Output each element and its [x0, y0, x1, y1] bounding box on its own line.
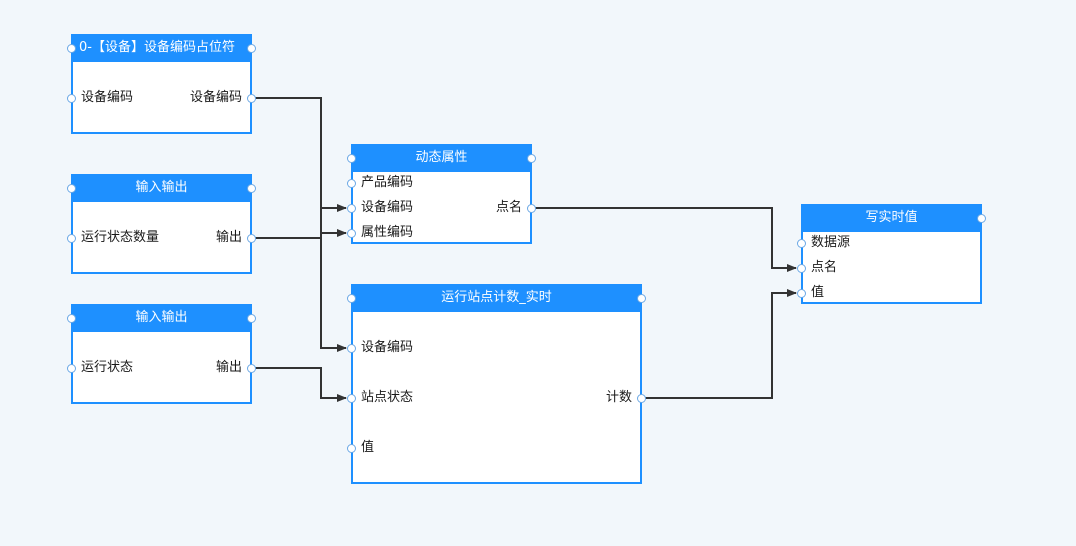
node-dynamic-attribute[interactable]: 动态属性 产品编码 设备编码 属性编码 点名 — [347, 144, 536, 244]
output-label: 点名 — [495, 200, 522, 215]
input-label: 设备编码 — [361, 340, 414, 355]
input-port[interactable] — [67, 94, 76, 103]
output-port[interactable] — [247, 234, 256, 243]
edge-io2-to-counter[interactable] — [255, 367, 347, 402]
input-label: 运行状态数量 — [81, 230, 160, 245]
input-port-product-code[interactable] — [347, 179, 356, 188]
input-label: 数据源 — [811, 235, 851, 250]
input-label: 设备编码 — [81, 90, 134, 105]
input-label: 值 — [361, 440, 375, 455]
node-station-counter[interactable]: 运行站点计数_实时 设备编码 站点状态 值 计数 — [347, 284, 646, 484]
input-port[interactable] — [67, 234, 76, 243]
node-title: 0-【设备】设备编码占位符 — [71, 34, 252, 62]
edge-device-to-counter[interactable] — [320, 208, 347, 352]
header-port-right[interactable] — [527, 154, 536, 163]
header-port-left[interactable] — [347, 294, 356, 303]
header-port-left[interactable] — [67, 184, 76, 193]
input-label: 属性编码 — [361, 225, 414, 240]
input-port-value[interactable] — [347, 444, 356, 453]
output-label: 输出 — [215, 230, 242, 245]
output-label: 输出 — [215, 360, 242, 375]
input-label: 运行状态 — [81, 360, 134, 375]
input-port-station-status[interactable] — [347, 394, 356, 403]
header-port-right[interactable] — [247, 314, 256, 323]
output-label: 设备编码 — [189, 90, 242, 105]
input-port-attribute-code[interactable] — [347, 229, 356, 238]
input-label: 站点状态 — [361, 390, 414, 405]
input-label: 产品编码 — [361, 175, 414, 190]
output-port-count[interactable] — [637, 394, 646, 403]
input-port-value[interactable] — [797, 289, 806, 298]
input-label: 点名 — [811, 260, 838, 275]
node-title: 运行站点计数_实时 — [351, 284, 642, 312]
node-device-placeholder[interactable]: 0-【设备】设备编码占位符 设备编码 设备编码 — [67, 34, 256, 134]
output-label: 计数 — [605, 390, 632, 405]
output-port[interactable] — [247, 94, 256, 103]
node-io-2[interactable]: 输入输出 运行状态 输出 — [67, 304, 256, 404]
header-port-right[interactable] — [977, 214, 986, 223]
header-port-left[interactable] — [67, 44, 76, 53]
input-port-data-source[interactable] — [797, 239, 806, 248]
edge-dynamic-to-write[interactable] — [535, 207, 797, 272]
node-title: 输入输出 — [71, 304, 252, 332]
output-port[interactable] — [247, 364, 256, 373]
header-port-right[interactable] — [247, 44, 256, 53]
input-label: 值 — [811, 285, 825, 300]
header-port-left[interactable] — [347, 154, 356, 163]
header-port-left[interactable] — [67, 314, 76, 323]
node-title: 输入输出 — [71, 174, 252, 202]
edge-device-to-dynamic[interactable] — [255, 97, 347, 212]
edge-counter-to-write[interactable] — [645, 289, 797, 399]
output-port-point-name[interactable] — [527, 204, 536, 213]
header-port-right[interactable] — [247, 184, 256, 193]
node-title: 动态属性 — [351, 144, 532, 172]
edge-io1-to-dynamic[interactable] — [255, 229, 347, 239]
node-io-1[interactable]: 输入输出 运行状态数量 输出 — [67, 174, 256, 274]
node-write-realtime[interactable]: 写实时值 数据源 点名 值 — [797, 204, 986, 304]
node-title: 写实时值 — [801, 204, 982, 232]
input-port-device-code[interactable] — [347, 344, 356, 353]
input-label: 设备编码 — [361, 200, 414, 215]
input-port-device-code[interactable] — [347, 204, 356, 213]
input-port-point-name[interactable] — [797, 264, 806, 273]
input-port[interactable] — [67, 364, 76, 373]
header-port-right[interactable] — [637, 294, 646, 303]
